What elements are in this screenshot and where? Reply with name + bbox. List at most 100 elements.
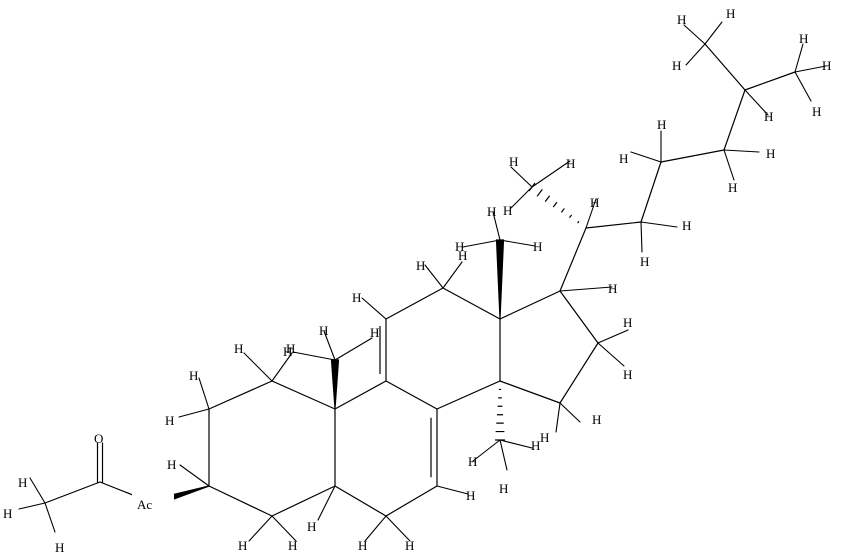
hydrogen-label: H [55,540,64,555]
hydrogen-label: H [288,538,297,553]
hydrogen-bond-c2 [178,408,210,418]
bond-c17-c20 [559,227,587,292]
bond-c20-c21-stroke [569,214,572,218]
hydrogen-label: H [531,438,540,453]
hydrogen-label: H [640,254,649,269]
hydrogen-label: H [466,488,475,503]
hydrogen-bond-c5 [317,485,336,521]
hydrogen-label: H [540,430,549,445]
hydrogen-bond-c25 [744,89,769,116]
hydrogen-label: H [189,368,198,383]
hydrogen-bond-c12 [442,261,463,289]
hydrogen-bond-c27 [794,65,827,73]
hydrogen-bond-c18 [499,239,536,247]
bond-c20-c22 [585,221,642,229]
hydrogen-label: H [3,506,12,521]
hydrogen-label: H [503,203,512,218]
carbonyl-oxygen-label: O [94,431,103,446]
bond-c3-c4 [208,485,273,517]
hydrogen-label: H [812,104,821,119]
hydrogen-label: H [286,341,295,356]
hydrogen-bond-ch3-14 [499,439,508,471]
bond-c15-c16 [559,342,599,404]
hydrogen-label: H [592,412,601,427]
hydrogen-label: H [677,12,686,27]
hydrogen-bond-c4 [271,515,297,542]
hydrogen-bond-c18 [462,239,501,248]
hydrogen-bond-c21 [510,166,533,188]
hydrogen-bond-c-acetyl_methyl [18,502,46,510]
hydrogen-bond-c24 [723,149,735,181]
hydrogen-bond-c19 [292,351,336,361]
hydrogen-label: H [682,218,691,233]
hydrogen-label: H [509,154,518,169]
bond-c20-c21-stroke [552,201,558,208]
hydrogen-label: H [728,180,737,195]
hydrogen-bond-ch3-14 [472,439,501,462]
bond-layer [44,43,796,517]
hydrogen-bond-c15 [559,402,581,423]
hydrogen-label: H [799,31,808,46]
bond-c-carbonyl-c-acetyl_methyl [44,481,101,504]
hydrogen-bond-c2 [198,377,210,410]
bond-c14-c15 [499,380,561,404]
hydrogen-label: H [165,413,174,428]
hydrogen-label: H [370,325,379,340]
hydrogen-label: H [283,344,292,359]
hydrogen-bond-c3 [179,464,210,487]
hydrogen-label: H [623,367,632,382]
hydrogen-bond-c7 [436,485,469,495]
bond-c14-c8 [436,380,501,410]
hydrogen-bond-c26 [704,21,723,45]
bond-c20-c21-stroke [536,189,543,197]
hydrogen-bond-c16 [597,342,625,367]
bond-c20-c21-stroke [561,208,565,213]
hydrogen-label: H [822,58,831,73]
hydrogen-bond-c1 [243,352,273,382]
hydrogen-bond-c22 [640,221,643,253]
bond-c13-c18 [495,239,505,320]
hydrogen-bond-c27 [794,71,812,102]
bond-c17-c13 [499,290,561,320]
hydrogen-bond-c6 [385,515,411,542]
hydrogen-bond-c18 [492,211,501,241]
hydrogen-label: H [619,151,628,166]
hydrogen-bond-c12 [424,264,444,289]
hydrogen-bond-c-acetyl_methyl [44,502,56,533]
bond-c14-ch3-14 [494,388,506,441]
bond-c9-c10 [334,380,387,410]
hydrogen-label: H [566,156,575,171]
bond-c8-c9 [385,380,438,410]
bond-c4-c5 [271,485,336,517]
bond-c10-c1 [271,380,336,410]
hydrogen-label: H [764,109,773,124]
hydrogen-bond-c11 [361,297,387,320]
hydrogen-bond-c6 [364,515,387,542]
bond-c23-c24 [660,149,725,163]
bond-c16-c17 [559,290,599,344]
hydrogen-bond-c23 [630,151,662,163]
hydrogen-label: H [590,195,599,210]
bond-c1-c2 [208,380,273,410]
hydrogen-label: H [416,258,425,273]
bond-c6-c7 [385,485,438,517]
hydrogen-bond-c4 [248,515,273,542]
hydrogen-label: H [307,519,316,534]
bond-c25-c26 [704,43,746,91]
hydrogen-label: H [405,538,414,553]
atom-label-layer: Ac O [94,431,174,512]
hydrogen-bond-c17 [559,286,613,292]
hydrogen-label: H [18,475,27,490]
hydrogen-label: H [499,481,508,496]
hydrogen-bond-c27 [794,43,804,73]
bond-c20-c21 [528,182,580,224]
hydrogen-label: H [657,117,666,132]
bond-c11-c12 [385,287,444,320]
hydrogen-bond-c21 [531,160,571,188]
hydrogen-bond-c26 [683,24,706,45]
hydrogen-bond-c16 [597,329,629,344]
hydrogen-label: H [358,538,367,553]
hydrogen-label: H [623,315,632,330]
hydrogen-label: H [458,248,467,263]
hydrogen-label: H [234,341,243,356]
